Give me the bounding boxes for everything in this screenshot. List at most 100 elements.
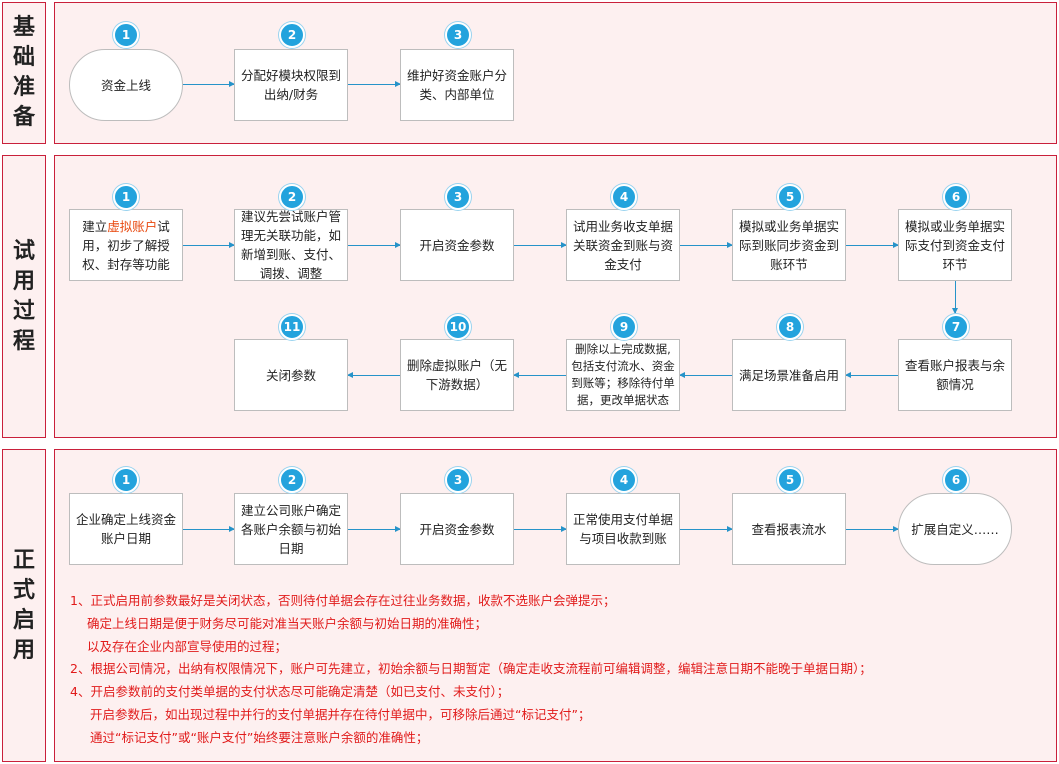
step-text: 删除虚拟账户（无下游数据）	[406, 358, 507, 392]
section-label-char: 程	[12, 328, 35, 354]
basic-step-2-badge: 2	[279, 22, 305, 48]
step-text-pre: 建立	[82, 218, 108, 234]
flow-arrow	[348, 81, 401, 87]
trial-step-11-badge: 11	[279, 314, 305, 340]
trial-step-4-badge: 4	[611, 184, 637, 210]
section-label-char: 础	[12, 45, 35, 70]
trial-step-8-badge: 8	[777, 314, 803, 340]
trial-step-5-badge: 5	[777, 184, 803, 210]
trial-step-7-box: 查看账户报表与余额情况	[898, 339, 1012, 411]
trial-step-10-box: 删除虚拟账户（无下游数据）	[400, 339, 514, 411]
trial-step-10-badge: 10	[445, 314, 471, 340]
trial-step-9-box: 删除以上完成数据,包括支付流水、资金到账等；移除待付单据，更改单据状态	[566, 339, 680, 411]
trial-step-3-badge: 3	[445, 184, 471, 210]
formal-step-2-box: 建立公司账户确定各账户余额与初始日期	[234, 493, 348, 565]
flow-arrow	[679, 372, 732, 378]
section-label-char: 用	[12, 637, 35, 663]
formal-step-5-badge: 5	[777, 467, 803, 493]
basic-step-1-badge: 1	[113, 22, 139, 48]
section-panel-formal	[54, 449, 1057, 762]
formal-step-1-box: 企业确定上线资金账户日期	[69, 493, 183, 565]
formal-step-6-badge: 6	[943, 467, 969, 493]
trial-step-2-box: 建议先尝试账户管理无关联功能，如新增到账、支付、调拨、调整	[234, 209, 348, 281]
step-text-post: 试用，初步了解授权、封存等功能	[82, 218, 170, 272]
trial-step-2-badge: 2	[279, 184, 305, 210]
trial-step-7-badge: 7	[943, 314, 969, 340]
section-label-char: 正	[12, 547, 35, 573]
flow-arrow	[514, 242, 567, 248]
section-label-formal: 正 式 启 用	[2, 449, 46, 762]
section-label-char: 用	[12, 268, 35, 294]
note-line: 开启参数后，如出现过程中并行的支付单据并存在待付单据中，可移除后通过“标记支付”…	[90, 706, 591, 722]
flow-arrow	[183, 81, 235, 87]
trial-step-5-box: 模拟或业务单据实际到账同步资金到账环节	[732, 209, 846, 281]
step-text: 开启资金参数	[419, 237, 495, 253]
flow-arrow	[846, 242, 899, 248]
trial-step-1-box: 建立虚拟账户试用，初步了解授权、封存等功能	[69, 209, 183, 281]
step-text: 企业确定上线资金账户日期	[75, 512, 176, 546]
trial-step-11-box: 关闭参数	[234, 339, 348, 411]
step-text: 扩展自定义……	[911, 521, 999, 537]
flow-arrow	[513, 372, 566, 378]
step-text: 满足场景准备启用	[738, 367, 839, 383]
step-text: 维护好资金账户分类、内部单位	[406, 68, 507, 102]
formal-step-6-box: 扩展自定义……	[898, 493, 1012, 565]
trial-step-8-box: 满足场景准备启用	[732, 339, 846, 411]
section-label-char: 基	[12, 15, 35, 40]
flow-arrow	[680, 242, 733, 248]
step-text: 删除以上完成数据,包括支付流水、资金到账等；移除待付单据，更改单据状态	[571, 342, 675, 407]
note-line: 以及存在企业内部宣导使用的过程；	[87, 638, 288, 654]
basic-step-3-box: 维护好资金账户分类、内部单位	[400, 49, 514, 121]
basic-step-1-box: 资金上线	[69, 49, 183, 121]
note-line: 2、根据公司情况，出纳有权限情况下，账户可先建立，初始余额与日期暂定（确定走收支…	[70, 661, 872, 677]
section-label-basic: 基 础 准 备	[2, 2, 46, 144]
flow-arrow	[348, 526, 401, 532]
basic-step-2-box: 分配好模块权限到出纳/财务	[234, 49, 348, 121]
step-text: 建立公司账户确定各账户余额与初始日期	[240, 502, 341, 556]
step-text: 关闭参数	[265, 367, 316, 383]
note-line: 1、正式启用前参数最好是关闭状态，否则待付单据会存在过往业务数据，收款不选账户会…	[70, 593, 616, 608]
virtual-account-highlight: 虚拟账户	[107, 218, 158, 234]
trial-step-4-box: 试用业务收支单据关联资金到账与资金支付	[566, 209, 680, 281]
section-label-char: 备	[12, 105, 35, 130]
section-label-char: 准	[12, 75, 35, 100]
flow-arrow	[514, 526, 567, 532]
flow-arrow	[347, 372, 400, 378]
step-text: 模拟或业务单据实际到账同步资金到账环节	[738, 218, 839, 272]
step-text: 分配好模块权限到出纳/财务	[240, 68, 341, 102]
trial-step-6-box: 模拟或业务单据实际支付到资金支付环节	[898, 209, 1012, 281]
note-line: 确定上线日期是便于财务尽可能对准当天账户余额与初始日期的准确性；	[87, 615, 488, 631]
trial-step-6-badge: 6	[943, 184, 969, 210]
trial-step-3-box: 开启资金参数	[400, 209, 514, 281]
trial-step-9-badge: 9	[611, 314, 637, 340]
section-label-trial: 试 用 过 程	[2, 155, 46, 438]
basic-step-3-badge: 3	[445, 22, 471, 48]
flow-arrow	[183, 526, 235, 532]
flow-arrow	[846, 526, 899, 532]
section-panel-trial	[54, 155, 1057, 438]
flow-arrow	[845, 372, 898, 378]
step-text: 模拟或业务单据实际支付到资金支付环节	[904, 218, 1005, 272]
section-panel-basic	[54, 2, 1057, 144]
flow-arrow	[348, 242, 401, 248]
note-line: 通过“标记支付”或“账户支付”始终要注意账户余额的准确性；	[90, 729, 429, 745]
formal-step-2-badge: 2	[279, 467, 305, 493]
step-text: 正常使用支付单据与项目收款到账	[572, 512, 673, 546]
step-text: 试用业务收支单据关联资金到账与资金支付	[572, 218, 673, 272]
section-label-char: 式	[12, 577, 35, 603]
formal-step-4-badge: 4	[611, 467, 637, 493]
note-line: 4、开启参数前的支付类单据的支付状态尽可能确定清楚（如已支付、未支付）；	[70, 684, 510, 700]
section-label-char: 启	[12, 607, 35, 633]
formal-step-1-badge: 1	[113, 467, 139, 493]
step-text: 开启资金参数	[419, 521, 495, 537]
step-text: 查看账户报表与余额情况	[904, 358, 1005, 392]
formal-notes: 1、正式启用前参数最好是关闭状态，否则待付单据会存在过往业务数据，收款不选账户会…	[70, 590, 872, 750]
formal-step-4-box: 正常使用支付单据与项目收款到账	[566, 493, 680, 565]
step-text: 建议先尝试账户管理无关联功能，如新增到账、支付、调拨、调整	[240, 209, 341, 281]
flow-arrow-down	[952, 281, 958, 314]
formal-step-3-badge: 3	[445, 467, 471, 493]
section-label-char: 试	[12, 238, 35, 264]
flow-arrow	[680, 526, 733, 532]
formal-step-5-box: 查看报表流水	[732, 493, 846, 565]
formal-step-3-box: 开启资金参数	[400, 493, 514, 565]
